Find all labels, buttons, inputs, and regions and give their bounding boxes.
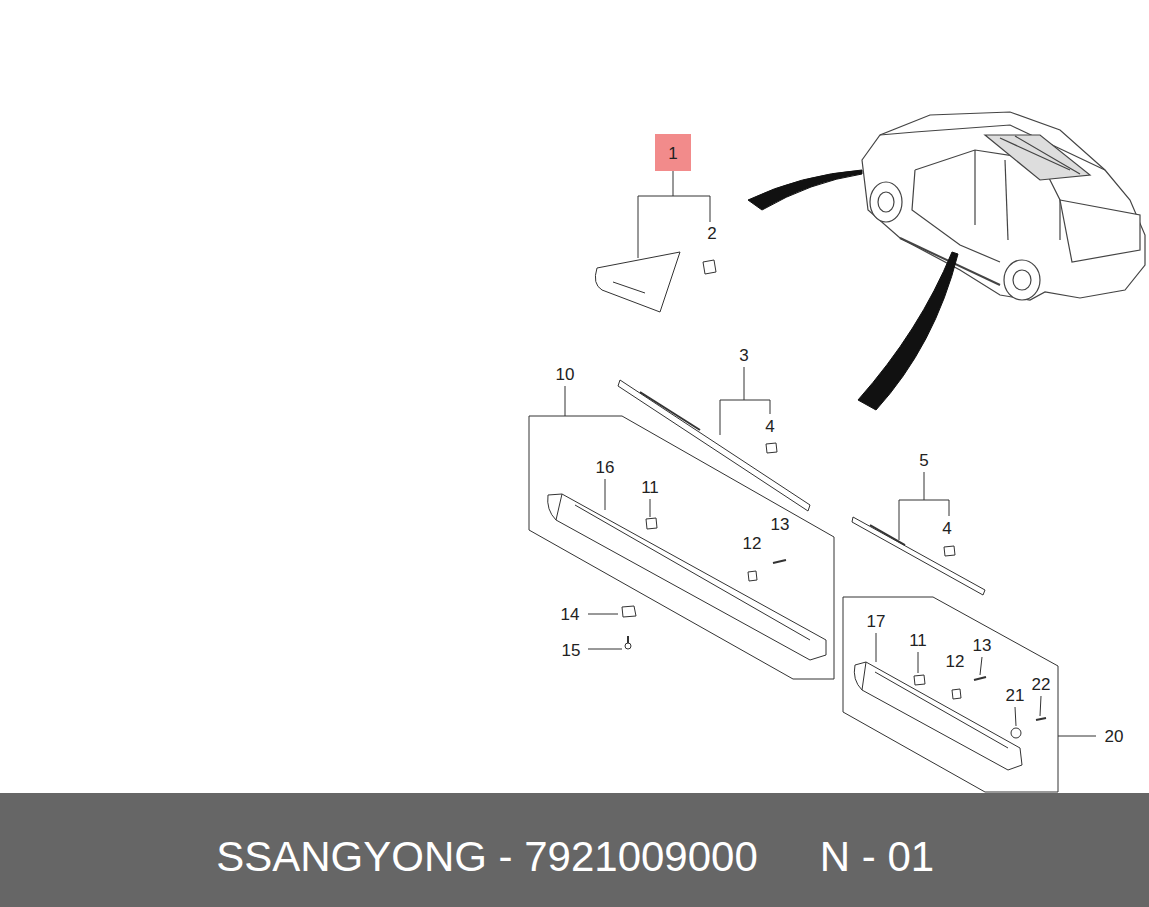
highlighted-callout: 1 bbox=[655, 134, 691, 171]
callout-number: 1 bbox=[668, 145, 677, 162]
callout-number: 12 bbox=[946, 653, 965, 670]
callout-number: 5 bbox=[919, 452, 928, 469]
footer-bar: SSANGYONG - 7921009000 N - 01 bbox=[0, 793, 1149, 907]
part-number-text: N - 01 bbox=[820, 836, 934, 878]
callout-number: 20 bbox=[1105, 728, 1124, 745]
callout-number: 4 bbox=[765, 418, 774, 435]
callout-number: 14 bbox=[561, 606, 580, 623]
callout-number: 10 bbox=[556, 366, 575, 383]
callout-number: 12 bbox=[743, 535, 762, 552]
callout-number: 15 bbox=[562, 642, 581, 659]
callout-number: 17 bbox=[867, 613, 886, 630]
callout-number: 21 bbox=[1006, 687, 1025, 704]
callout-number: 11 bbox=[909, 632, 927, 649]
callout-number: 22 bbox=[1032, 676, 1051, 693]
callout-number: 16 bbox=[596, 459, 615, 476]
callout-number: 13 bbox=[973, 637, 992, 654]
callout-number: 2 bbox=[707, 225, 716, 242]
callout-number: 11 bbox=[641, 479, 659, 496]
part-number-text: SSANGYONG - 7921009000 bbox=[216, 836, 758, 878]
callout-number: 13 bbox=[771, 516, 790, 533]
callout-number: 4 bbox=[942, 520, 951, 537]
callout-number: 3 bbox=[739, 347, 748, 364]
